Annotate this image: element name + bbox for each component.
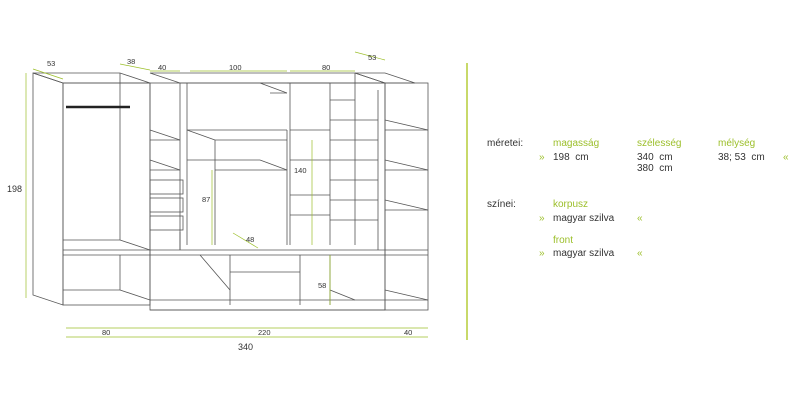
- value-melyseg: 38; 53 cm: [718, 152, 765, 163]
- quote-open-3: »: [539, 248, 545, 259]
- right-top: [354, 72, 416, 84]
- dim-80-top: 80: [322, 63, 330, 72]
- value-korpusz: magyar szilva: [553, 213, 615, 224]
- dim-198: 198: [7, 184, 22, 194]
- dim-53-right: 53: [368, 53, 376, 62]
- furniture-drawing: 53 38 40 100 80 53 198 87 140 48 58 80 2…: [7, 51, 429, 352]
- head-szelesseg: szélesség: [637, 138, 682, 149]
- quote-close-3: «: [637, 248, 643, 259]
- value-szelesseg-2: 380 cm: [637, 163, 673, 174]
- right-body: [384, 82, 429, 311]
- dim-340: 340: [238, 342, 253, 352]
- head-korpusz: korpusz: [553, 199, 589, 210]
- value-front: magyar szilva: [553, 248, 615, 259]
- head-front: front: [553, 235, 574, 246]
- dim-40-top: 40: [158, 63, 166, 72]
- wardrobe-side: [32, 72, 64, 306]
- dim-80-bottom: 80: [102, 328, 110, 337]
- dim-40-bottom: 40: [404, 328, 412, 337]
- dim-100: 100: [229, 63, 242, 72]
- quote-close-2: «: [637, 213, 643, 224]
- divider-line: [466, 63, 468, 340]
- dim-220: 220: [258, 328, 271, 337]
- dim-58: 58: [318, 281, 326, 290]
- value-szelesseg-1: 340 cm: [637, 152, 673, 163]
- dim-87: 87: [202, 195, 210, 204]
- middle-body: [149, 82, 386, 311]
- wardrobe-body: [62, 82, 151, 306]
- label-szinei: színei:: [487, 199, 516, 210]
- quote-open-1: »: [539, 152, 545, 163]
- dim-140: 140: [294, 166, 307, 175]
- middle-top: [149, 72, 386, 84]
- value-magassag: 198 cm: [553, 152, 589, 163]
- head-melyseg: mélység: [718, 138, 756, 149]
- quote-close-1: «: [783, 152, 789, 163]
- label-meretei: méretei:: [487, 138, 524, 149]
- dim-53-left: 53: [47, 59, 55, 68]
- dim-48: 48: [246, 235, 254, 244]
- quote-open-2: »: [539, 213, 545, 224]
- dim-38: 38: [127, 57, 135, 66]
- head-magassag: magasság: [553, 138, 600, 149]
